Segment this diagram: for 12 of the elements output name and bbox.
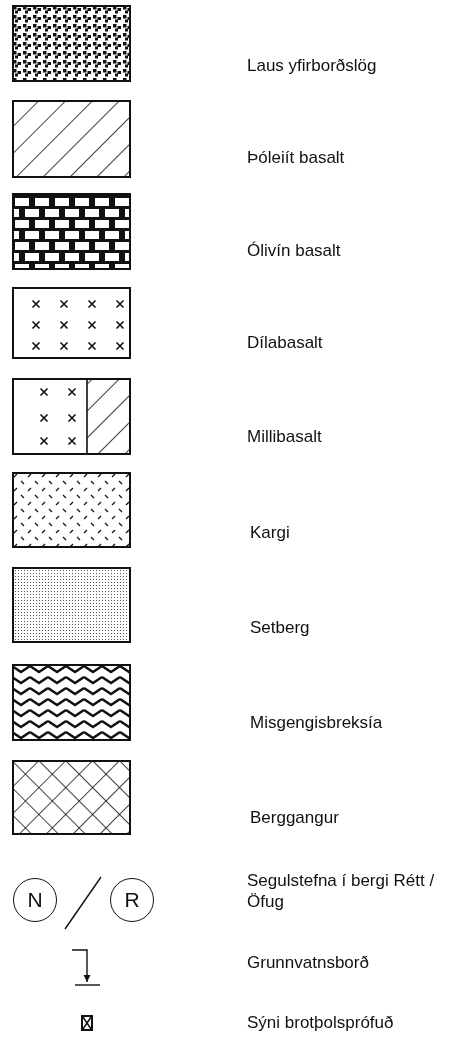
legend-label: Ólivín basalt bbox=[247, 239, 342, 261]
legend-label: Þóleiít basalt bbox=[247, 146, 346, 168]
legend-label: Dílabasalt bbox=[247, 331, 324, 353]
legend-label: Laus yfirborðslög bbox=[247, 54, 378, 76]
legend-label: Millibasalt bbox=[247, 425, 323, 447]
legend-label: Grunnvatnsborð bbox=[247, 951, 370, 973]
legend-label: Berggangur bbox=[250, 806, 340, 828]
legend-label: Kargi bbox=[250, 521, 291, 543]
legend-label: Segulstefna í bergi Rétt / Öfug bbox=[247, 870, 436, 912]
legend-label: Misgengisbreksía bbox=[250, 711, 384, 733]
legend-label: Setberg bbox=[250, 616, 311, 638]
legend-label: Sýni brotþolsprófuð bbox=[247, 1011, 395, 1033]
